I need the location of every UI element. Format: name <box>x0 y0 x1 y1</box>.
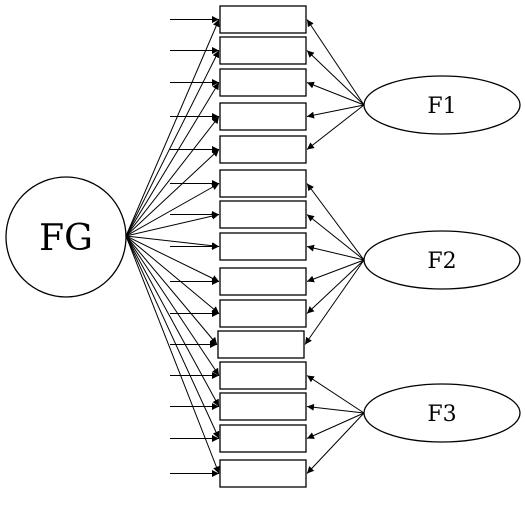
indicator-box-11 <box>217 330 305 359</box>
indicator-box-10 <box>219 299 307 328</box>
indicator-box-15 <box>219 459 307 488</box>
specific-loading-arrow-f2-2 <box>306 214 365 261</box>
specific-loading-arrow-f1-4 <box>306 104 365 119</box>
general-loading-arrow-1 <box>125 19 220 237</box>
indicator-box-3 <box>219 68 307 97</box>
general-loading-arrow-13 <box>125 235 220 407</box>
indicator-box-1 <box>219 5 307 34</box>
general-factor-circle <box>5 176 127 298</box>
general-factor-label: FG <box>39 218 93 259</box>
indicator-box-9 <box>219 267 307 296</box>
specific-factor-label-1: F1 <box>427 94 456 119</box>
specific-loading-arrow-f3-4 <box>306 412 365 474</box>
specific-loading-arrow-f3-2 <box>306 403 365 414</box>
specific-loading-arrow-f1-1 <box>306 19 365 106</box>
general-loading-arrow-2 <box>125 50 220 237</box>
specific-loading-arrow-f3-1 <box>306 375 365 414</box>
specific-loading-arrow-f1-5 <box>306 104 365 150</box>
specific-factor-node-1: F1 <box>363 75 521 135</box>
general-loading-arrow-6 <box>125 183 220 237</box>
specific-factor-ellipse-3 <box>363 383 521 443</box>
general-loading-arrow-7 <box>125 212 220 237</box>
general-factor-paths <box>125 19 220 474</box>
indicator-box-8 <box>219 232 307 261</box>
general-loading-arrow-8 <box>125 235 220 250</box>
specific-factor-ellipse-1 <box>363 75 521 135</box>
general-loading-arrow-15 <box>125 235 220 474</box>
specific-loading-arrow-f3-3 <box>306 412 365 439</box>
general-loading-arrow-14 <box>125 235 220 439</box>
indicator-box-12 <box>219 361 307 390</box>
specific-factor-node-2: F2 <box>363 230 521 290</box>
specific-factor-node-3: F3 <box>363 383 521 443</box>
specific-loading-arrow-f2-6 <box>304 259 365 345</box>
error-arrows <box>170 16 219 477</box>
general-loading-arrow-5 <box>125 149 220 237</box>
general-factor-node: FG <box>5 176 127 298</box>
specific-loading-arrow-f2-4 <box>306 259 365 283</box>
indicator-box-13 <box>219 392 307 421</box>
specific-loading-arrow-f1-3 <box>306 81 365 106</box>
specific-factor-label-2: F2 <box>427 249 456 274</box>
general-loading-arrow-3 <box>125 82 220 237</box>
indicator-box-14 <box>219 424 307 453</box>
specific-factor-paths <box>304 19 365 474</box>
indicator-box-7 <box>219 200 307 229</box>
specific-loading-arrow-f2-3 <box>306 244 365 261</box>
indicator-boxes <box>217 5 307 488</box>
specific-loading-arrow-f2-5 <box>306 259 365 314</box>
indicator-box-4 <box>219 102 307 131</box>
indicator-box-5 <box>219 135 307 164</box>
specific-factor-label-3: F3 <box>427 402 456 427</box>
indicator-box-6 <box>219 169 307 198</box>
specific-loading-arrow-f1-2 <box>306 50 365 106</box>
specific-loading-arrow-f2-1 <box>306 183 365 261</box>
indicator-box-2 <box>219 36 307 65</box>
general-loading-arrow-4 <box>125 116 220 237</box>
general-loading-arrow-11 <box>125 235 218 345</box>
general-loading-arrow-10 <box>125 235 220 314</box>
general-loading-arrow-9 <box>125 235 220 282</box>
specific-factor-ellipse-2 <box>363 230 521 290</box>
general-loading-arrow-12 <box>125 235 220 376</box>
